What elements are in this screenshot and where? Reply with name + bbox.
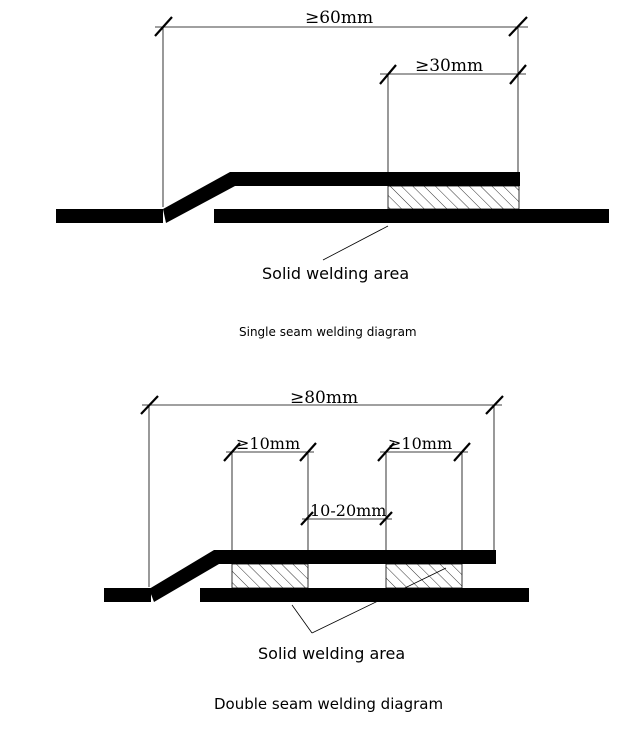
single-weld-area [387,185,520,210]
single-weld-leader [322,225,389,261]
double-weld-area-right [385,563,463,589]
single-dim-total-label: ≥60mm [305,8,373,28]
double-caption: Double seam welding diagram [214,695,443,713]
single-dim-weld-label: ≥30mm [415,56,483,76]
single-top-plate [163,172,520,223]
double-bottom-plate [104,588,529,602]
double-top-plate [149,550,496,602]
single-bottom-plate [56,209,609,223]
single-weld-label: Solid welding area [262,264,409,283]
double-weld-leaders [291,567,447,634]
double-dim-weld-left-label: ≥10mm [236,434,300,453]
double-dim-weld-left [223,442,317,564]
double-dim-weld-right [377,442,471,564]
double-weld-area-left [231,563,309,589]
double-dim-weld-right-label: ≥10mm [388,434,452,453]
single-caption: Single seam welding diagram [239,325,417,339]
double-dim-total-label: ≥80mm [290,388,358,408]
single-dim-weld [379,64,527,186]
double-dim-total [140,395,504,587]
double-weld-label: Solid welding area [258,644,405,663]
double-dim-gap-label: 10-20mm [310,501,386,520]
single-dim-total [154,16,528,207]
single-seam-diagram: ≥60mm ≥30mm Solid welding area Single se… [56,8,609,339]
double-dim-gap [300,511,393,526]
double-seam-diagram: ≥80mm ≥10mm ≥10mm 10-20mm [104,388,529,713]
